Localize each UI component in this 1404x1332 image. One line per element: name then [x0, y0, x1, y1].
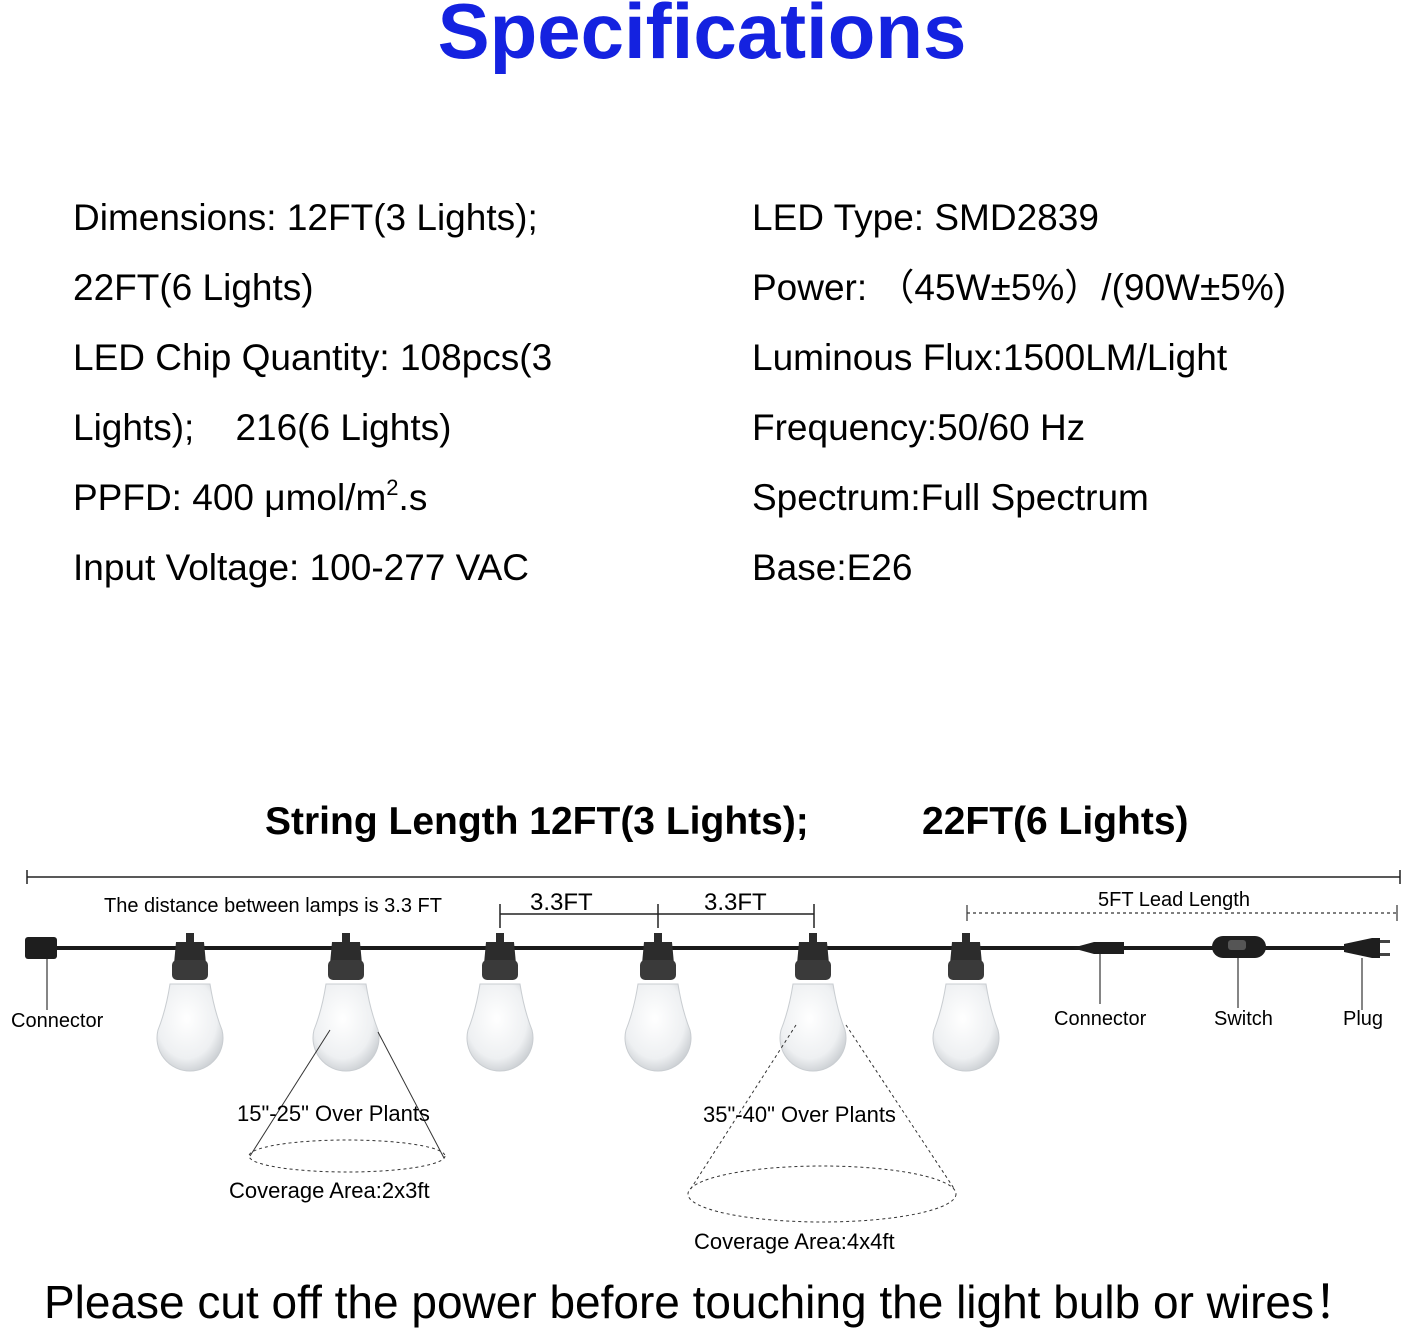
bulb-4 [624, 933, 692, 1072]
spec-ppfd: PPFD: 400 μmol/m2.s [73, 463, 552, 533]
lead-length-label: 5FT Lead Length [1098, 889, 1250, 911]
spec-list-right: LED Type: SMD2839 Power: （45W±5%）/(90W±5… [752, 183, 1286, 603]
spec-frequency: Frequency:50/60 Hz [752, 407, 1086, 448]
plug-label: Plug [1343, 1008, 1384, 1030]
right-connector [1072, 942, 1124, 1004]
string-length-title: String Length 12FT(3 Lights); [265, 800, 809, 843]
spec-ppfd-unit: .s [398, 477, 428, 518]
coverage-near-label: Coverage Area:2x3ft [229, 1178, 430, 1203]
string-length-title-alt: 22FT(6 Lights) [922, 800, 1189, 843]
spec-chip-quantity-line2: Lights); 216(6 Lights) [73, 407, 452, 448]
plug [1344, 938, 1390, 1010]
spec-list-left: Dimensions: 12FT(3 Lights); 22FT(6 Light… [73, 183, 552, 603]
height-near-label: 15"-25" Over Plants [237, 1101, 430, 1126]
spec-led-type: LED Type: SMD2839 [752, 197, 1099, 238]
bulb-1 [156, 933, 224, 1072]
bulb-2 [312, 933, 380, 1072]
inline-switch [1212, 936, 1266, 1008]
spec-chip-quantity-line1: LED Chip Quantity: 108pcs(3 [73, 337, 553, 378]
lamp-distance-note: The distance between lamps is 3.3 FT [104, 895, 442, 917]
bulb-5 [779, 933, 847, 1072]
safety-warning: Please cut off the power before touching… [43, 1276, 1361, 1328]
overall-length-dimension [26, 870, 1401, 884]
connector-label-right: Connector [1054, 1008, 1147, 1030]
spec-input-voltage: Input Voltage: 100-277 VAC [73, 547, 529, 588]
spec-ppfd-value: PPFD: 400 μmol/m [73, 477, 387, 518]
spacing-label-1: 3.3FT [530, 889, 593, 916]
left-connector [25, 937, 57, 1010]
light-cone-far [687, 1024, 957, 1223]
coverage-far-label: Coverage Area:4x4ft [694, 1229, 895, 1254]
switch-label: Switch [1214, 1008, 1273, 1030]
bulb-3 [466, 933, 534, 1072]
string-light-diagram [25, 870, 1401, 1223]
spec-power: Power: （45W±5%）/(90W±5%) [752, 267, 1287, 308]
spec-luminous-flux: Luminous Flux:1500LM/Light [752, 337, 1228, 378]
height-far-label: 35"-40" Over Plants [703, 1102, 896, 1127]
spacing-label-2: 3.3FT [704, 889, 767, 916]
lead-length-dimension [966, 905, 1398, 921]
spacing-dimension [499, 904, 815, 928]
spec-ppfd-exponent: 2 [386, 475, 399, 500]
spec-dimensions-line1: Dimensions: 12FT(3 Lights); [73, 197, 538, 238]
spec-spectrum: Spectrum:Full Spectrum [752, 477, 1149, 518]
spec-base: Base:E26 [752, 547, 913, 588]
page-title: Specifications [437, 0, 967, 75]
light-cone-near [248, 1029, 446, 1173]
connector-label-left: Connector [11, 1010, 104, 1032]
bulb-6 [932, 933, 1000, 1072]
spec-dimensions-line2: 22FT(6 Lights) [73, 267, 314, 308]
